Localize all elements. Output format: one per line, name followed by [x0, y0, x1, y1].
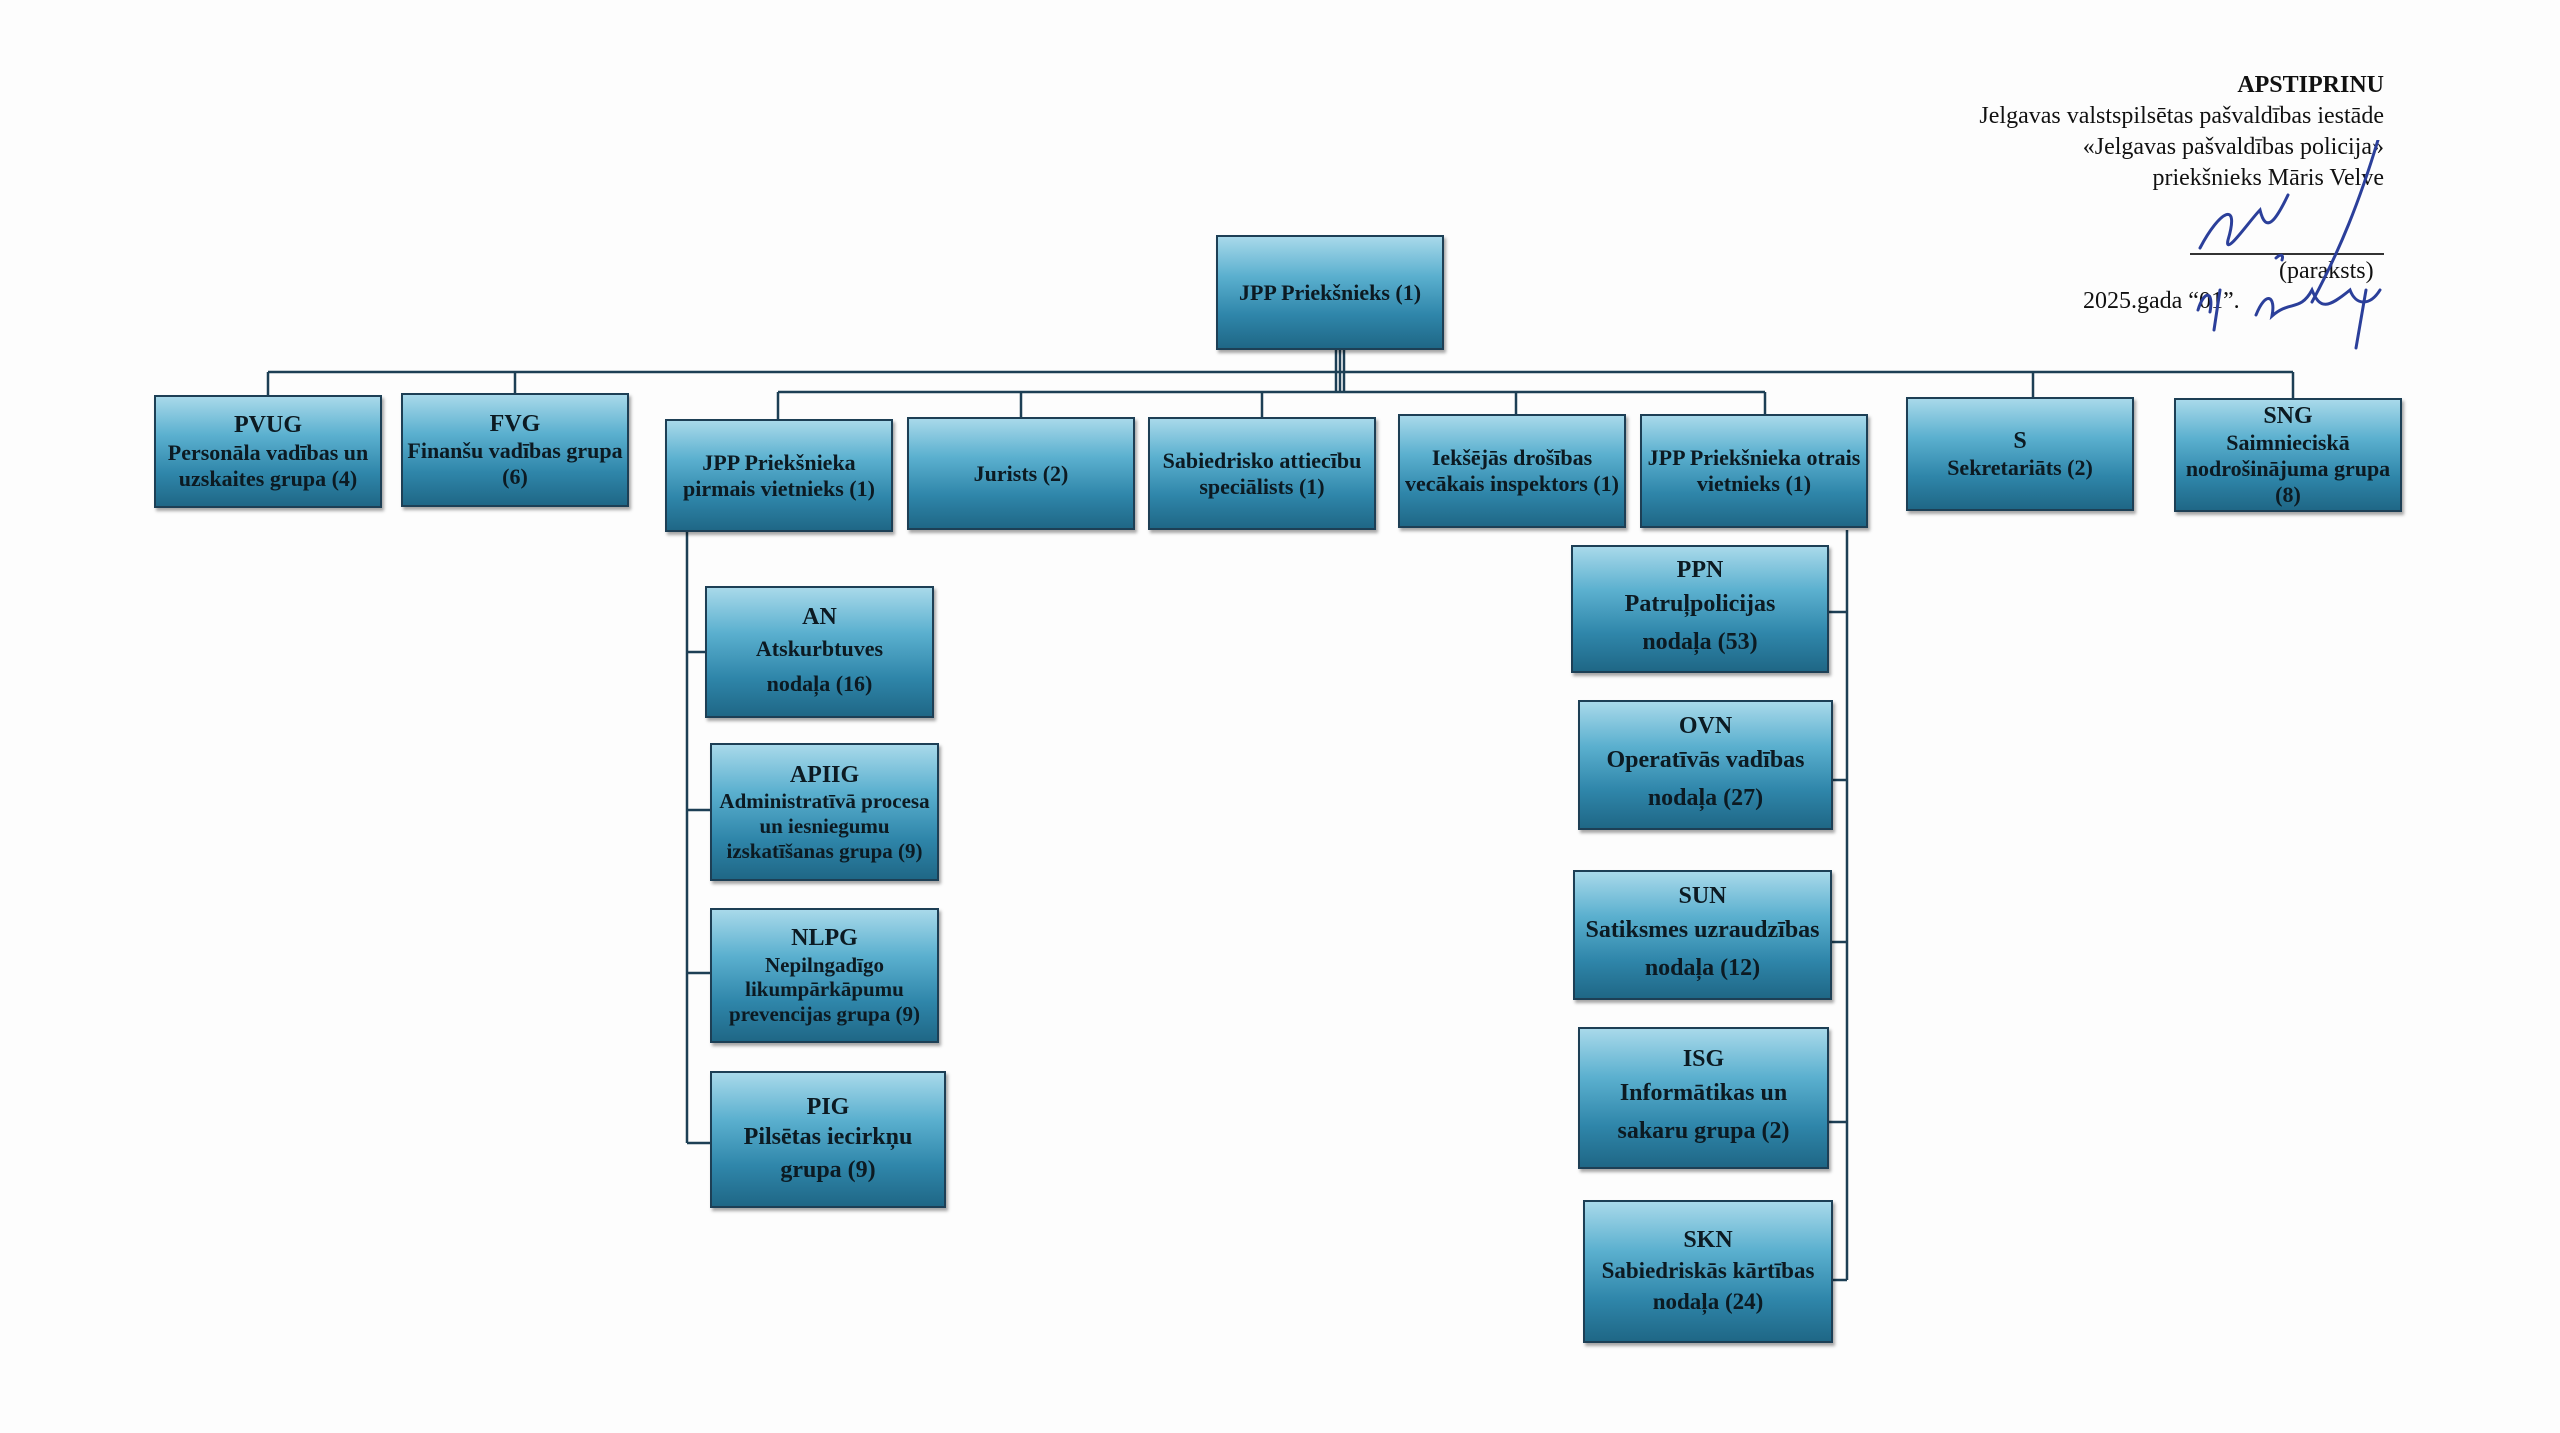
- org-box-nlpg: NLPG Nepilngadīgo likumpārkāpumu prevenc…: [710, 908, 939, 1043]
- unit-name: Iekšējās drošības vecākais inspektors (1…: [1405, 445, 1619, 496]
- org-box-pvug: PVUG Personāla vadības un uzskaites grup…: [154, 395, 382, 508]
- unit-name: Sabiedriskās kārtības nodaļa (24): [1601, 1257, 1815, 1314]
- org-box-sng: SNG Saimnieciskā nodrošinājuma grupa (8): [2174, 398, 2402, 512]
- unit-code: APIIG: [789, 761, 860, 788]
- unit-code: FVG: [489, 410, 541, 437]
- unit-code: SUN: [1678, 883, 1727, 910]
- unit-name: JPP Priekšnieka otrais vietnieks (1): [1647, 445, 1861, 496]
- unit-code: AN: [802, 603, 837, 630]
- unit-name: Operatīvās vadības nodaļa (27): [1606, 746, 1805, 812]
- org-box-head: JPP Priekšnieks (1): [1216, 235, 1444, 350]
- unit-code: PVUG: [234, 412, 302, 439]
- org-box-ppn: PPN Patruļpolicijas nodaļa (53): [1571, 545, 1829, 673]
- org-box-secretariat: S Sekretariāts (2): [1906, 397, 2134, 511]
- org-box-fvg: FVG Finanšu vadības grupa (6): [401, 393, 629, 507]
- unit-name: Saimnieciskā nodrošinājuma grupa (8): [2185, 430, 2391, 508]
- unit-code: OVN: [1678, 713, 1733, 740]
- unit-code: SKN: [1683, 1227, 1733, 1254]
- org-box-ovn: OVN Operatīvās vadības nodaļa (27): [1578, 700, 1833, 830]
- unit-name: Finanšu vadības grupa (6): [407, 438, 623, 490]
- approval-line-institution: Jelgavas valstspilsētas pašvaldības iest…: [1979, 103, 2384, 129]
- approval-date: 2025.gada “01”.: [2083, 288, 2240, 314]
- unit-name: Informātikas un sakaru grupa (2): [1617, 1079, 1790, 1145]
- unit-name: Personāla vadības un uzskaites grupa (4): [167, 439, 369, 491]
- org-box-isg: ISG Informātikas un sakaru grupa (2): [1578, 1027, 1829, 1169]
- org-box-head-name: JPP Priekšnieks (1): [1238, 279, 1422, 305]
- unit-name: Administratīvā procesa un iesniegumu izs…: [719, 789, 930, 863]
- unit-name: Atskurbtuves nodaļa (16): [755, 635, 884, 697]
- approval-line-police: «Jelgavas pašvaldības policija»: [2082, 134, 2384, 160]
- unit-code: PIG: [806, 1093, 850, 1120]
- handwritten-signature-icon: [2196, 140, 2382, 350]
- org-box-skn: SKN Sabiedriskās kārtības nodaļa (24): [1583, 1200, 1833, 1343]
- unit-code: ISG: [1682, 1046, 1725, 1073]
- org-box-public-relations: Sabiedrisko attiecību speciālists (1): [1148, 417, 1376, 530]
- unit-name: Sabiedrisko attiecību speciālists (1): [1162, 447, 1362, 499]
- signature-line: [2190, 253, 2384, 255]
- org-box-second-deputy: JPP Priekšnieka otrais vietnieks (1): [1640, 414, 1868, 528]
- unit-name: JPP Priekšnieka pirmais vietnieks (1): [683, 449, 875, 501]
- unit-name: Pilsētas iecirkņu grupa (9): [743, 1124, 913, 1183]
- unit-code: SNG: [2263, 402, 2313, 429]
- org-box-an: AN Atskurbtuves nodaļa (16): [705, 586, 934, 718]
- org-box-apiig: APIIG Administratīvā procesa un iesniegu…: [710, 743, 939, 881]
- org-box-jurists: Jurists (2): [907, 417, 1135, 530]
- approval-line-chief: priekšnieks Māris Velve: [2152, 165, 2384, 191]
- unit-name: Jurists (2): [973, 460, 1069, 486]
- org-box-internal-security: Iekšējās drošības vecākais inspektors (1…: [1398, 414, 1626, 528]
- approval-block: APSTIPRINU Jelgavas valstspilsētas pašva…: [1979, 70, 2384, 194]
- org-box-first-deputy: JPP Priekšnieka pirmais vietnieks (1): [665, 419, 893, 532]
- org-box-pig: PIG Pilsētas iecirkņu grupa (9): [710, 1071, 946, 1208]
- unit-code: S: [2013, 427, 2027, 454]
- unit-code: NLPG: [791, 925, 858, 952]
- org-box-sun: SUN Satiksmes uzraudzības nodaļa (12): [1573, 870, 1832, 1000]
- unit-name: Patruļpolicijas nodaļa (53): [1624, 590, 1776, 656]
- unit-name: Sekretariāts (2): [1947, 455, 2093, 481]
- approval-heading: APSTIPRINU: [2237, 72, 2384, 98]
- unit-code: PPN: [1676, 557, 1724, 584]
- unit-name: Satiksmes uzraudzības nodaļa (12): [1585, 916, 1820, 982]
- unit-name: Nepilngadīgo likumpārkāpumu prevencijas …: [729, 952, 920, 1027]
